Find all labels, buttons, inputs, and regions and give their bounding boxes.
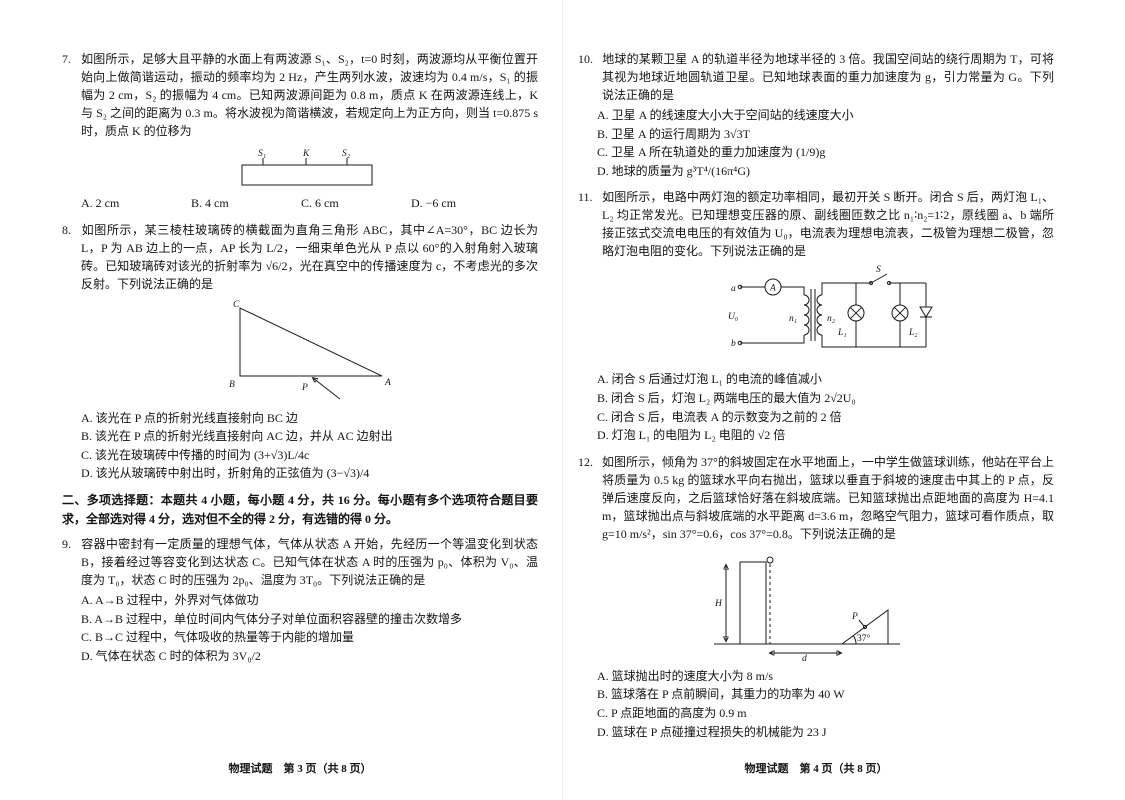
q11-figure: a U₀ b A xyxy=(726,265,1054,365)
question-11-text: 如图所示，电路中两灯泡的额定功率相同，最初开关 S 断开。闭合 S 后，两灯泡 … xyxy=(602,190,1054,259)
q11-label-n1: n₁ xyxy=(789,314,797,324)
switch-icon xyxy=(870,273,888,284)
q11-label-b: b xyxy=(731,339,736,349)
q11-label-u0: U₀ xyxy=(728,312,738,322)
question-10-option-d: D. 地球的质量为 g³T⁴/(16π⁴G) xyxy=(597,163,751,178)
question-9-stem: 9. 容器中密封有一定质量的理想气体，气体从状态 A 开始，先经历一个等温变化到状… xyxy=(62,535,538,589)
question-9: 9. 容器中密封有一定质量的理想气体，气体从状态 A 开始，先经历一个等温变化到状… xyxy=(62,535,538,665)
q8-label-p: P xyxy=(301,383,308,393)
question-12: 12. 如图所示，倾角为 37°的斜坡固定在水平地面上，一中学生做篮球训练，他站在… xyxy=(578,453,1054,741)
question-9-option-d: D. 气体在状态 C 时的体积为 3V₀/2 xyxy=(81,648,261,663)
question-11: 11. 如图所示，电路中两灯泡的额定功率相同，最初开关 S 断开。闭合 S 后，两… xyxy=(578,188,1054,444)
question-8: 8. 如图所示，某三棱柱玻璃砖的横截面为直角三角形 ABC，其中∠A=30°，BC… xyxy=(62,221,538,483)
primary-coil xyxy=(803,294,810,336)
page-3-content: 7. 如图所示，足够大且平静的水面上有两波源 S₁、S₂，t=0 时刻，两波源均从… xyxy=(62,0,538,666)
question-9-text: 容器中密封有一定质量的理想气体，气体从状态 A 开始，先经历一个等温变化到状态 … xyxy=(81,537,538,588)
q11-label-s: S xyxy=(876,265,881,275)
question-10: 10. 地球的某颗卫星 A 的轨道半径为地球半径的 3 倍。我国空间站的绕行周期为… xyxy=(578,50,1054,180)
question-7-option-b: B. 4 cm xyxy=(191,196,229,210)
q11-label-n2: n₂ xyxy=(827,314,836,324)
question-12-options: A. 篮球抛出时的速度大小为 8 m/s B. 篮球落在 P 点前瞬间，其重力的… xyxy=(578,667,1054,741)
question-12-stem: 12. 如图所示，倾角为 37°的斜坡固定在水平地面上，一中学生做篮球训练，他站在… xyxy=(578,453,1054,543)
page-3: 7. 如图所示，足够大且平静的水面上有两波源 S₁、S₂，t=0 时刻，两波源均从… xyxy=(0,0,562,800)
question-7-option-a: A. 2 cm xyxy=(81,196,120,210)
glass-prism xyxy=(239,306,383,377)
water-surface-bar xyxy=(241,164,373,186)
question-9-option-b: B. A→B 过程中，单位时间内气体分子对单位面积容器壁的撞击次数增多 xyxy=(81,611,463,626)
question-7: 7. 如图所示，足够大且平静的水面上有两波源 S₁、S₂，t=0 时刻，两波源均从… xyxy=(62,50,538,213)
page-4: 10. 地球的某颗卫星 A 的轨道半径为地球半径的 3 倍。我国空间站的绕行周期为… xyxy=(562,0,1124,800)
q12-label-h: H xyxy=(714,599,723,609)
question-12-option-d: D. 篮球在 P 点碰撞过程损失的机械能为 23 J xyxy=(597,724,827,739)
question-7-options: A. 2 cm B. 4 cm C. 6 cm D. −6 cm xyxy=(62,194,538,213)
question-11-options: A. 闭合 S 后通过灯泡 L₁ 的电流的峰值减小 B. 闭合 S 后，灯泡 L… xyxy=(578,370,1054,444)
question-10-text: 地球的某颗卫星 A 的轨道半径为地球半径的 3 倍。我国空间站的绕行周期为 T，… xyxy=(602,52,1054,102)
question-11-option-c: C. 闭合 S 后，电流表 A 的示数变为之前的 2 倍 xyxy=(597,409,842,424)
question-10-option-b: B. 卫星 A 的运行周期为 3√3T xyxy=(597,126,750,141)
q8-label-a: A xyxy=(384,378,391,388)
question-7-option-c: C. 6 cm xyxy=(301,196,339,210)
question-7-stem: 7. 如图所示，足够大且平静的水面上有两波源 S₁、S₂，t=0 时刻，两波源均从… xyxy=(62,50,538,140)
q8-label-b: B xyxy=(229,380,235,390)
question-8-option-d: D. 该光从玻璃砖中射出时，折射角的正弦值为 (3−√3)/4 xyxy=(81,466,370,481)
q11-label-l2: L₂ xyxy=(908,328,918,338)
question-11-option-a: A. 闭合 S 后通过灯泡 L₁ 的电流的峰值减小 xyxy=(597,372,822,387)
secondary-coil xyxy=(816,294,823,336)
ball xyxy=(766,556,774,564)
question-10-number: 10. xyxy=(578,52,593,66)
question-8-number: 8. xyxy=(62,222,71,237)
question-7-option-d: D. −6 cm xyxy=(411,196,457,210)
q7-label-s1: S₁ xyxy=(258,149,266,159)
q11-label-l1: L₁ xyxy=(837,328,847,338)
question-11-number: 11. xyxy=(578,190,593,205)
question-9-option-a: A. A→B 过程中，外界对气体做功 xyxy=(81,593,259,608)
platform xyxy=(739,561,767,645)
q7-label-s2: S₂ xyxy=(342,149,351,159)
question-9-options: A. A→B 过程中，外界对气体做功 B. A→B 过程中，单位时间内气体分子对… xyxy=(62,591,538,665)
question-8-text: 如图所示，某三棱柱玻璃砖的横截面为直角三角形 ABC，其中∠A=30°，BC 边… xyxy=(81,222,538,291)
question-11-stem: 11. 如图所示，电路中两灯泡的额定功率相同，最初开关 S 断开。闭合 S 后，两… xyxy=(578,188,1054,260)
question-12-number: 12. xyxy=(578,454,593,469)
question-10-options: A. 卫星 A 的线速度大小大于空间站的线速度大小 B. 卫星 A 的运行周期为… xyxy=(578,106,1054,180)
page-4-content: 10. 地球的某颗卫星 A 的轨道半径为地球半径的 3 倍。我国空间站的绕行周期为… xyxy=(578,0,1054,741)
q8-figure: C B A P xyxy=(222,298,538,404)
q7-label-k: K xyxy=(302,149,310,159)
question-8-options: A. 该光在 P 点的折射光线直接射向 BC 边 B. 该光在 P 点的折射光线… xyxy=(62,409,538,483)
question-11-option-b: B. 闭合 S 后，灯泡 L₂ 两端电压的最大值为 2√2U₀ xyxy=(597,390,856,405)
question-7-text: 如图所示，足够大且平静的水面上有两波源 S₁、S₂，t=0 时刻，两波源均从平衡… xyxy=(81,52,538,138)
incident-ray xyxy=(313,378,341,399)
question-8-option-a: A. 该光在 P 点的折射光线直接射向 BC 边 xyxy=(81,410,298,425)
question-8-stem: 8. 如图所示，某三棱柱玻璃砖的横截面为直角三角形 ABC，其中∠A=30°，BC… xyxy=(62,221,538,293)
question-10-option-a: A. 卫星 A 的线速度大小大于空间站的线速度大小 xyxy=(597,108,854,122)
question-12-text: 如图所示，倾角为 37°的斜坡固定在水平地面上，一中学生做篮球训练，他站在平台上… xyxy=(602,454,1054,541)
q7-figure: S₁ K S₂ xyxy=(232,145,538,189)
section-2-title: 二、多项选择题：本题共 4 小题，每小题 4 分，共 16 分。每小题有多个选项… xyxy=(62,492,538,526)
q12-label-p: P xyxy=(851,612,858,622)
question-10-stem: 10. 地球的某颗卫星 A 的轨道半径为地球半径的 3 倍。我国空间站的绕行周期为… xyxy=(578,50,1054,104)
question-9-option-c: C. B→C 过程中，气体吸收的热量等于内能的增加量 xyxy=(81,630,355,645)
question-11-option-d: D. 灯泡 L₁ 的电阻为 L₂ 电阻的 √2 倍 xyxy=(597,428,786,443)
question-10-option-c: C. 卫星 A 所在轨道处的重力加速度为 (1/9)g xyxy=(597,145,826,160)
q11-label-a: a xyxy=(731,284,736,294)
question-12-option-c: C. P 点距地面的高度为 0.9 m xyxy=(597,705,747,720)
page-3-footer: 物理试题 第 3 页（共 8 页） xyxy=(228,763,372,775)
question-9-number: 9. xyxy=(62,537,71,552)
q11-label-ammeter: A xyxy=(769,284,776,294)
incline xyxy=(840,608,889,645)
q12-label-d: d xyxy=(802,654,807,664)
question-8-option-c: C. 该光在玻璃砖中传播的时间为 (3+√3)L/4c xyxy=(81,447,310,462)
question-8-option-b: B. 该光在 P 点的折射光线直接射向 AC 边，并从 AC 边射出 xyxy=(81,429,393,444)
question-12-option-a: A. 篮球抛出时的速度大小为 8 m/s xyxy=(597,668,774,683)
question-12-option-b: B. 篮球落在 P 点前瞬间，其重力的功率为 40 W xyxy=(597,687,845,702)
diode-icon xyxy=(919,306,933,319)
page-4-footer: 物理试题 第 4 页（共 8 页） xyxy=(744,763,888,775)
question-7-number: 7. xyxy=(62,52,71,66)
q12-label-angle: 37° xyxy=(857,633,871,644)
page-seam xyxy=(562,0,563,800)
q8-label-c: C xyxy=(233,300,240,310)
q12-figure: H d P 37° xyxy=(710,548,1054,664)
